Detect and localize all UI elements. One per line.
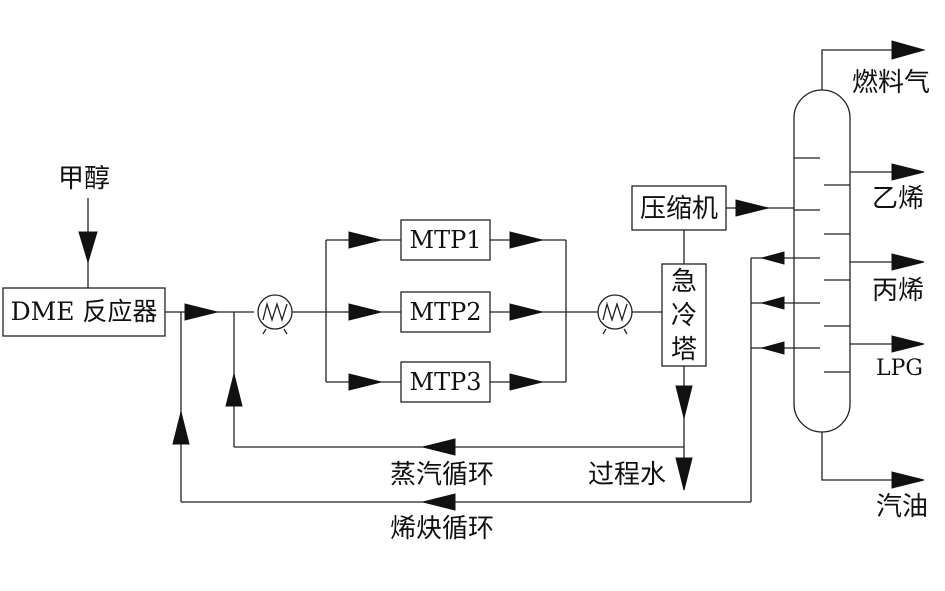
distillation-column: [793, 89, 851, 433]
flow-arrow-icon: [891, 335, 925, 353]
flow-arrow-icon: [348, 231, 382, 249]
heat-exchanger-icon: [257, 294, 293, 335]
olefin-recycle-label: 烯炔循环: [390, 514, 495, 544]
flow-arrow-icon: [891, 40, 926, 60]
fuel-gas-label: 燃料气: [852, 68, 931, 98]
gasoline-label: 汽油: [876, 492, 929, 522]
flow-arrow-icon: [78, 231, 98, 264]
flow-arrow-icon: [675, 385, 693, 419]
flow-arrow-icon: [509, 303, 543, 321]
ethylene-label: 乙烯: [872, 184, 925, 214]
flow-arrow-icon: [675, 457, 693, 491]
flow-arrow-icon: [891, 471, 925, 489]
propylene-label: 丙烯: [872, 276, 925, 306]
flow-arrow-icon: [509, 373, 543, 391]
flow-arrow-icon: [509, 231, 543, 249]
quench-char-2: 冷: [670, 301, 697, 331]
flow-arrow-icon: [184, 303, 218, 321]
flow-arrow-icon: [760, 341, 785, 355]
compressor-label: 压缩机: [639, 194, 718, 224]
mtp3-label: MTP3: [409, 368, 482, 396]
lpg-label: LPG: [876, 356, 923, 381]
mtp1-label: MTP1: [409, 226, 482, 254]
fuel-gas-line: [821, 49, 922, 90]
quench-char-1: 急: [670, 267, 697, 297]
flow-arrow-icon: [760, 296, 785, 310]
methanol-label: 甲醇: [58, 164, 111, 194]
flow-arrow-icon: [891, 253, 925, 271]
mtp2-label: MTP2: [409, 298, 482, 326]
flow-arrow-icon: [172, 411, 190, 445]
process-water-label: 过程水: [588, 460, 667, 490]
dme-reactor-label: DME 反应器: [10, 297, 158, 326]
flow-arrow-icon: [735, 199, 769, 217]
flow-arrow-icon: [422, 438, 456, 456]
flow-arrow-icon: [760, 251, 785, 265]
flow-arrow-icon: [348, 373, 382, 391]
quench-tower-label: 急 冷 塔: [667, 265, 701, 367]
gasoline-line: [821, 432, 922, 481]
heat-exchanger-icon: [597, 294, 633, 335]
flow-arrow-icon: [422, 493, 456, 511]
quench-char-3: 塔: [670, 335, 697, 365]
flow-arrow-icon: [225, 373, 243, 407]
steam-recycle-label: 蒸汽循环: [390, 460, 495, 490]
flow-arrow-icon: [348, 303, 382, 321]
flow-arrow-icon: [891, 163, 925, 181]
